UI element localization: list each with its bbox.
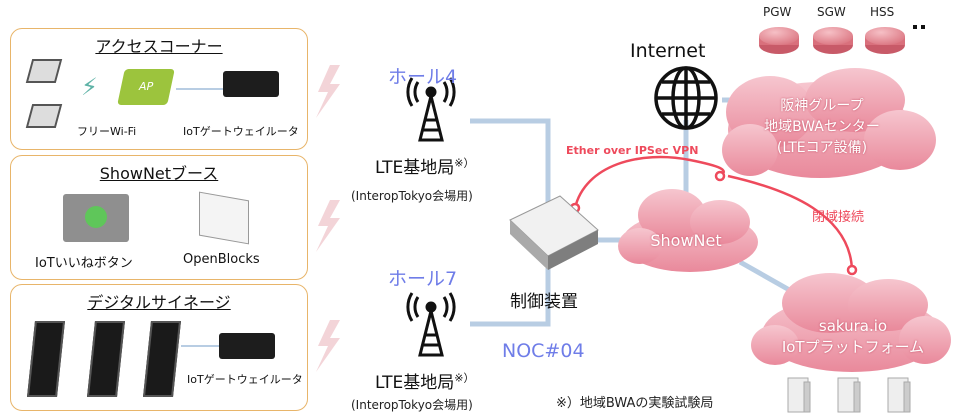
cloud-line: sakura.io xyxy=(818,317,888,335)
antenna-icon xyxy=(406,292,456,357)
connection-line xyxy=(181,345,221,347)
connection-line xyxy=(176,88,226,90)
lte-station-hall4: LTE基地局※） xyxy=(375,153,474,178)
gateway-label: IoTゲートウェイルータ xyxy=(187,373,303,386)
laptop-icon xyxy=(25,59,63,83)
vpn-link-label: Ether over IPSec VPN xyxy=(566,144,699,157)
panel-title: ShowNetブース xyxy=(99,164,219,183)
sakura-cloud-text: sakura.io IoTプラットフォーム xyxy=(778,316,928,358)
iot-button-icon xyxy=(63,194,129,242)
signage-panel: デジタルサイネージ IoTゲートウェイルータ xyxy=(10,284,308,411)
hall7-label: ホール7 xyxy=(388,268,458,290)
access-corner-panel: アクセスコーナー ⚡ AP フリーWi-Fi IoTゲートウェイルータ xyxy=(10,28,308,150)
internet-label: Internet xyxy=(630,40,706,62)
venue-label: (InteropTokyo会場用) xyxy=(351,398,473,412)
closed-link xyxy=(727,174,858,276)
panel-title: デジタルサイネージ xyxy=(87,293,231,312)
cloud-line: 阪神グループ xyxy=(780,98,864,114)
lte-label: LTE基地局 xyxy=(375,373,455,393)
signage-display-icon xyxy=(143,321,181,397)
access-point-icon: AP xyxy=(117,69,175,105)
noc-label: NOC#04 xyxy=(502,340,585,362)
server-icon xyxy=(787,377,911,413)
gateway-router-icon xyxy=(219,333,275,359)
wifi-label: フリーWi-Fi xyxy=(77,125,137,138)
router-icon xyxy=(759,27,799,54)
lte-station-hall7: LTE基地局※） xyxy=(375,368,474,393)
gateway-label: IoTゲートウェイルータ xyxy=(183,125,299,138)
ap-label: AP xyxy=(137,80,155,93)
controller-label: 制御装置 xyxy=(510,292,578,312)
gateway-router-icon xyxy=(223,71,279,97)
wifi-bolt-icon: ⚡ xyxy=(81,73,98,101)
panel-title: アクセスコーナー xyxy=(95,37,223,56)
router-icon xyxy=(865,27,905,54)
signage-display-icon xyxy=(27,321,65,397)
venue-label: (InteropTokyo会場用) xyxy=(351,189,473,203)
signage-display-icon xyxy=(87,321,125,397)
wireless-bolt-icon xyxy=(316,65,340,372)
globe-icon xyxy=(654,66,718,130)
laptop-icon xyxy=(25,104,63,128)
shownet-cloud-text: ShowNet xyxy=(650,231,722,250)
router-icon xyxy=(813,27,853,54)
iot-button-label: IoTいいねボタン xyxy=(35,256,133,271)
sakura-cloud xyxy=(751,273,951,372)
router-label: HSS xyxy=(870,5,895,19)
hanshin-cloud xyxy=(722,68,936,178)
shownet-booth-panel: ShowNetブース IoTいいねボタン OpenBlocks xyxy=(10,155,308,280)
hall4-label: ホール4 xyxy=(388,66,458,88)
footnote: ※）地域BWAの実験試験局 xyxy=(556,396,714,411)
closed-link-label: 閉域接続 xyxy=(812,210,865,225)
control-device-icon xyxy=(509,195,599,270)
cloud-line: 地域BWAセンター xyxy=(764,119,880,135)
openblocks-icon xyxy=(199,191,249,245)
router-label: SGW xyxy=(817,5,846,19)
router-label: PGW xyxy=(763,5,792,19)
openblocks-label: OpenBlocks xyxy=(183,252,260,267)
footnote-mark: ※） xyxy=(454,156,475,170)
antenna-icon xyxy=(406,77,456,142)
footnote-mark: ※） xyxy=(454,371,475,385)
cloud-line: IoTプラットフォーム xyxy=(781,338,925,356)
lte-label: LTE基地局 xyxy=(375,158,455,178)
hanshin-cloud-text: 阪神グループ 地域BWAセンター (LTEコア設備) xyxy=(742,96,902,159)
shownet-cloud xyxy=(618,189,758,272)
cloud-line: (LTEコア設備) xyxy=(776,140,868,156)
